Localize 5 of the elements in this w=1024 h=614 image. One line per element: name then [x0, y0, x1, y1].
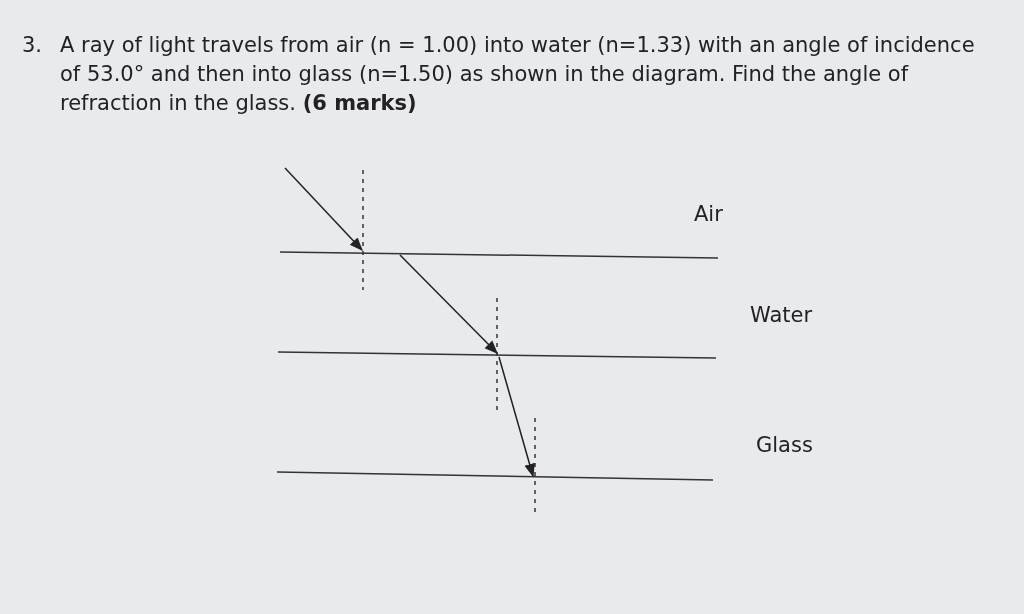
medium-label: Air [694, 201, 723, 228]
question-text: A ray of light travels from air (n = 1.00) into water (n=1.33) with an angle of incidence of 53.0° and then into glass (n=1.50) as shown in the diagram. Find the angle of refraction in the glass. (6 marks) [60, 32, 976, 117]
medium-label: Glass [756, 432, 813, 459]
medium-label: Water [750, 302, 813, 329]
question-number: 3. [22, 32, 43, 59]
